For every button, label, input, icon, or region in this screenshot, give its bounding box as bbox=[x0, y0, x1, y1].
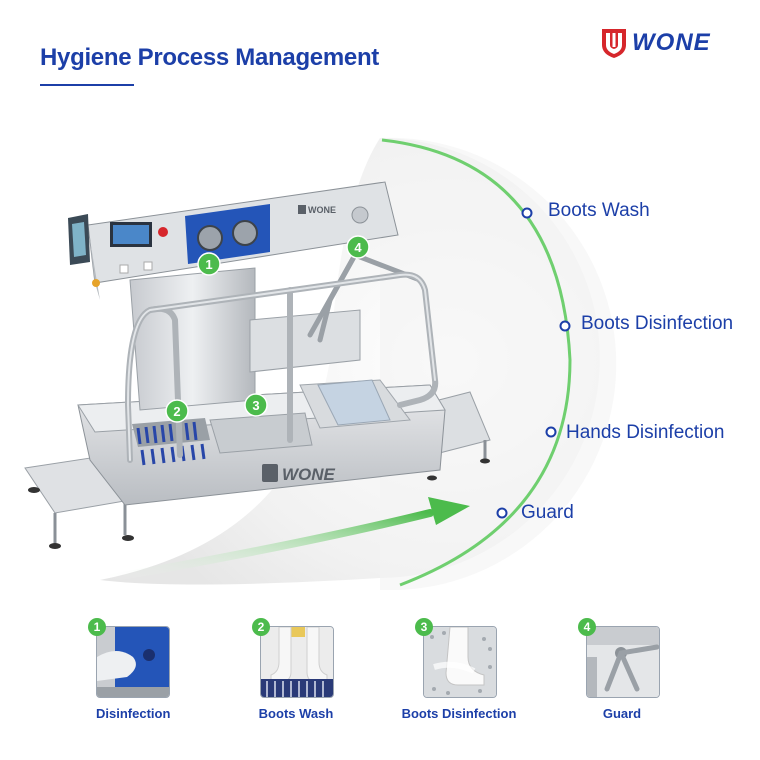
boots-disinfection-image bbox=[424, 627, 496, 697]
machine-illustration: WONE WONE bbox=[24, 138, 600, 587]
svg-text:4: 4 bbox=[354, 240, 362, 255]
step-label-boots-wash: Boots Wash bbox=[548, 200, 650, 221]
thumbnail-caption-disinfection: Disinfection bbox=[96, 706, 171, 721]
thumbnail-badge-3: 3 bbox=[415, 618, 433, 636]
thumbnail-boots-disinfection bbox=[423, 626, 497, 698]
machine-marker-2: 2 bbox=[165, 399, 189, 423]
brand-wordmark: WONE bbox=[632, 29, 711, 56]
step-dot-hands-disinfection bbox=[545, 426, 557, 438]
thumbnail-caption-guard: Guard bbox=[602, 706, 642, 721]
svg-text:WONE: WONE bbox=[282, 465, 336, 484]
turnstile-guard-image bbox=[587, 627, 659, 697]
page-title: Hygiene Process Management bbox=[40, 44, 379, 71]
svg-text:1: 1 bbox=[205, 257, 212, 272]
svg-text:2: 2 bbox=[173, 404, 180, 419]
machine-marker-1: 1 bbox=[197, 252, 221, 276]
machine-marker-4: 4 bbox=[346, 235, 370, 259]
direction-arrow bbox=[96, 509, 434, 584]
shield-icon bbox=[602, 29, 626, 58]
thumbnail-caption-boots-disinfection: Boots Disinfection bbox=[401, 706, 517, 721]
svg-text:3: 3 bbox=[252, 398, 259, 413]
step-dot-boots-disinfection bbox=[559, 320, 571, 332]
step-label-guard: Guard bbox=[521, 502, 574, 523]
hand-disinfection-image bbox=[97, 627, 169, 697]
title-underline bbox=[40, 84, 134, 86]
step-label-hands-disinfection: Hands Disinfection bbox=[566, 422, 725, 443]
thumbnail-badge-1: 1 bbox=[88, 618, 106, 636]
thumbnail-disinfection bbox=[96, 626, 170, 698]
thumbnail-boots-wash bbox=[260, 626, 334, 698]
thumbnail-badge-2: 2 bbox=[252, 618, 270, 636]
thumbnail-guard bbox=[586, 626, 660, 698]
svg-text:WONE: WONE bbox=[308, 205, 336, 215]
process-arc bbox=[381, 138, 572, 587]
brand-logo: WONE bbox=[600, 26, 711, 60]
thumbnail-caption-boots-wash: Boots Wash bbox=[258, 706, 334, 721]
step-dot-guard bbox=[496, 507, 508, 519]
thumbnail-badge-4: 4 bbox=[578, 618, 596, 636]
machine-marker-3: 3 bbox=[244, 393, 268, 417]
step-label-boots-disinfection: Boots Disinfection bbox=[581, 313, 734, 334]
boots-wash-image bbox=[261, 627, 333, 697]
step-dot-boots-wash bbox=[521, 207, 533, 219]
